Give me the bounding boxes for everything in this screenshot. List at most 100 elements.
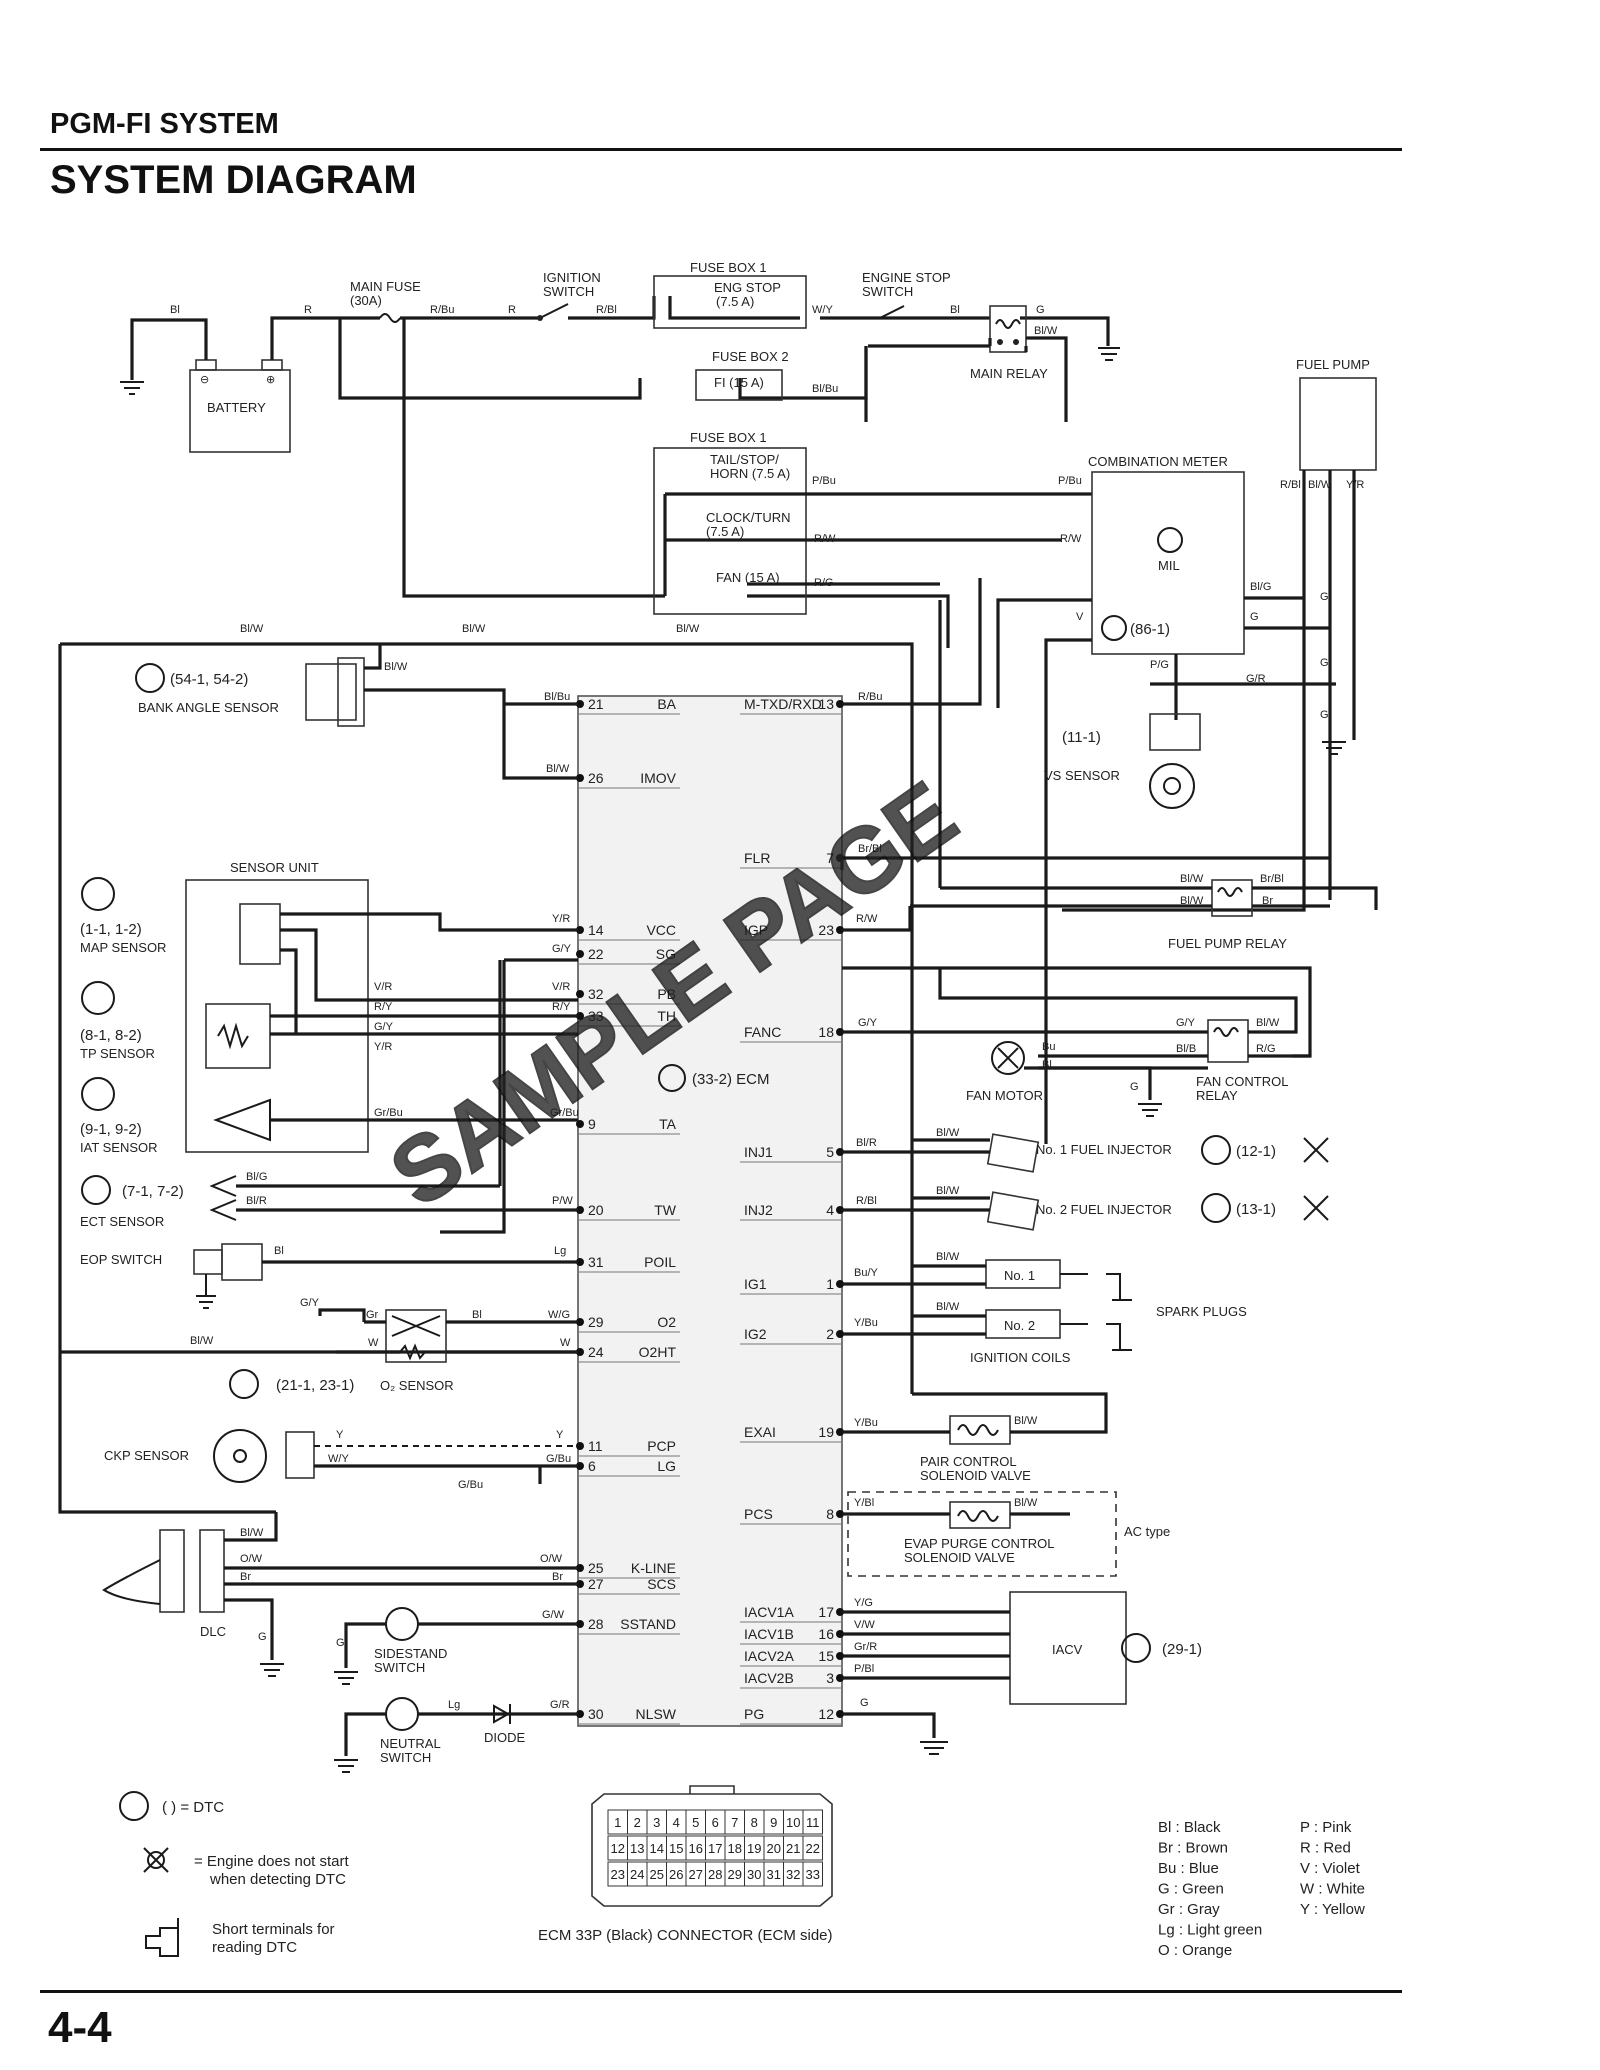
wire-w-y-ckp: W/Y: [328, 1453, 349, 1465]
pin-dot: [836, 1652, 844, 1660]
terminal-number: 27: [689, 1867, 703, 1882]
wire-bl-g-ect: Bl/G: [246, 1171, 267, 1183]
fan-control-line2: RELAY: [1196, 1088, 1238, 1103]
terminal-number: 1: [614, 1815, 621, 1830]
coil-1-label: No. 1: [1004, 1268, 1035, 1283]
pin-number: 26: [588, 770, 604, 786]
main-fuse: MAIN FUSE (30A): [350, 279, 421, 323]
pin-dot: [576, 1318, 584, 1326]
fan-motor-label: FAN MOTOR: [966, 1088, 1043, 1103]
pin-name: EXAI: [744, 1424, 776, 1440]
wire-r-bu: R/Bu: [430, 304, 454, 316]
map-sensor: (1-1, 1-2) MAP SENSOR: [80, 877, 166, 955]
pin-dot: [836, 1510, 844, 1518]
pin-number: 17: [818, 1604, 834, 1620]
terminal-number: 28: [708, 1867, 722, 1882]
connector-terminal-28: 28: [705, 1861, 726, 1887]
legend-short-2: reading DTC: [212, 1939, 297, 1956]
terminal-number: 30: [747, 1867, 761, 1882]
wire-bl-r-inj1: Bl/R: [856, 1137, 877, 1149]
wire-r-y: R/Y: [374, 1001, 393, 1013]
bank-angle-label: BANK ANGLE SENSOR: [138, 700, 279, 715]
wire-bl-eop: Bl: [274, 1245, 284, 1257]
wire-p-bu: P/Bu: [812, 475, 836, 487]
main-fuse-rating: (30A): [350, 293, 382, 308]
injector-2-label: No. 2 FUEL INJECTOR: [1036, 1202, 1172, 1217]
pin-dot: [576, 926, 584, 934]
connector-caption: ECM 33P (Black) CONNECTOR (ECM side): [538, 1927, 833, 1944]
wire-bl-w-4: Bl/W: [462, 623, 486, 635]
dlc: DLC: [102, 1529, 226, 1639]
injector-1-label: No. 1 FUEL INJECTOR: [1036, 1142, 1172, 1157]
wire-g-r-neutral: G/R: [550, 1699, 570, 1711]
ckp-sensor: CKP SENSOR: [104, 1429, 315, 1483]
wire-g-y-fanc: G/Y: [858, 1017, 878, 1029]
wire-r-bl: R/Bl: [596, 304, 617, 316]
bank-angle-dtc: (54-1, 54-2): [170, 671, 248, 688]
connector-terminal-25: 25: [646, 1861, 667, 1887]
pin-number: 15: [818, 1648, 834, 1664]
pair-valve-line2: SOLENOID VALVE: [920, 1468, 1031, 1483]
wire-bl-w-6: Bl/W: [190, 1335, 214, 1347]
battery-label: BATTERY: [207, 400, 266, 415]
pin-name: IGP: [744, 922, 768, 938]
terminal-number: 4: [673, 1815, 680, 1830]
wire-o-w: O/W: [240, 1553, 263, 1565]
connector-terminal-6: 6: [705, 1809, 726, 1835]
injector-1-dtc: (12-1): [1236, 1143, 1276, 1160]
wire-g-4: G: [1320, 657, 1329, 669]
pin-number: 30: [588, 1706, 604, 1722]
connector-terminal-26: 26: [666, 1861, 687, 1887]
terminal-number: 26: [669, 1867, 683, 1882]
pin-name: IG2: [744, 1326, 767, 1342]
map-label: MAP SENSOR: [80, 940, 166, 955]
neutral-line1: NEUTRAL: [380, 1736, 441, 1751]
pin-number: 32: [588, 986, 604, 1002]
pin-number: 8: [826, 1506, 834, 1522]
wire-bl-w-pair: Bl/W: [1014, 1415, 1038, 1427]
footer-rule: [40, 1990, 1402, 1993]
sensor-unit: SENSOR UNIT: [185, 860, 369, 1153]
tp-dtc: (8-1, 8-2): [80, 1027, 142, 1044]
wire-g: G: [1036, 304, 1045, 316]
pin-dot: [576, 1580, 584, 1588]
wire-y-bu: Y/Bu: [854, 1317, 878, 1329]
map-dtc: (1-1, 1-2): [80, 921, 142, 938]
terminal-number: 15: [669, 1841, 683, 1856]
connector-terminal-11: 11: [802, 1809, 823, 1835]
pin-dot: [836, 1674, 844, 1682]
injector-2: No. 2 FUEL INJECTOR (13-1): [986, 1191, 1329, 1231]
wire-br-bl-2: Br/Bl: [1260, 873, 1284, 885]
connector-terminal-18: 18: [724, 1835, 745, 1861]
iacv-label: IACV: [1052, 1642, 1083, 1657]
combination-meter: COMBINATION METER MIL: [1088, 454, 1245, 655]
pin-dot: [836, 1428, 844, 1436]
color-legend-item: Y : Yellow: [1300, 1901, 1365, 1918]
wire-g-fan: G: [1130, 1081, 1139, 1093]
pin-number: 7: [826, 850, 834, 866]
terminal-number: 10: [786, 1815, 800, 1830]
wire-g-y-fcr: G/Y: [1176, 1017, 1196, 1029]
wire-bl-w-5: Bl/W: [676, 623, 700, 635]
pin-number: 4: [826, 1202, 834, 1218]
tp-label: TP SENSOR: [80, 1046, 155, 1061]
vs-sensor-label: VS SENSOR: [1044, 768, 1120, 783]
connector-terminal-10: 10: [783, 1809, 804, 1835]
pin-name: TW: [654, 1202, 677, 1218]
pin-number: 9: [588, 1116, 596, 1132]
wire-w: W: [368, 1337, 379, 1349]
connector-terminal-13: 13: [627, 1835, 648, 1861]
wire-g-y-sg: G/Y: [552, 943, 572, 955]
pin-dot: [836, 1630, 844, 1638]
wire-r-bu-mtxd: R/Bu: [858, 691, 882, 703]
wire-bl-fan: Bl: [1042, 1059, 1052, 1071]
